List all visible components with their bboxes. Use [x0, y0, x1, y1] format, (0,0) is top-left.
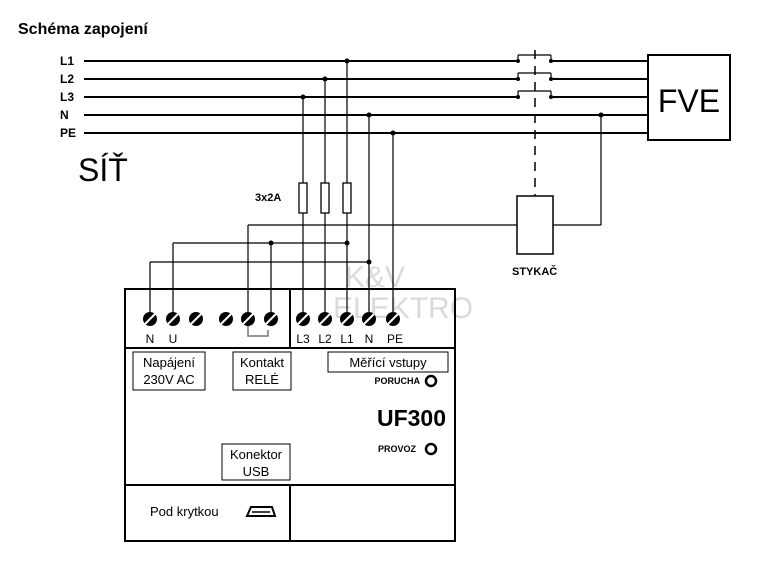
usb-label-line2: USB [243, 464, 270, 479]
fault-led-icon [424, 374, 438, 388]
fuses [298, 182, 352, 214]
power-label-box [132, 351, 206, 391]
terminal [318, 312, 332, 326]
relay-label-box [232, 351, 292, 391]
terminal [362, 312, 376, 326]
relay-contact-symbol [247, 326, 269, 337]
contactor-contacts [516, 50, 553, 196]
terminal-label-l2: L2 [318, 332, 332, 346]
usb-port-icon [245, 506, 277, 517]
fault-led-label: PORUCHA [374, 376, 420, 386]
usb-label-line1: Konektor [230, 447, 283, 462]
fuses-label: 3x2A [255, 192, 281, 204]
network-label: SÍŤ [78, 152, 128, 188]
terminal [219, 312, 233, 326]
relay-label-line2: RELÉ [245, 372, 279, 387]
contactor-label: STYKAČ [512, 265, 557, 278]
terminal [340, 312, 354, 326]
line-label-l2: L2 [60, 72, 74, 86]
cover-label: Pod krytkou [150, 504, 219, 519]
terminal-label-l1: L1 [340, 332, 354, 346]
device-model: UF300 [377, 405, 446, 431]
contactor-coil [516, 195, 554, 255]
terminal [264, 312, 278, 326]
relay-label-line1: Kontakt [240, 355, 284, 370]
terminal [189, 312, 203, 326]
terminal [386, 312, 400, 326]
diagram-title: Schéma zapojení [18, 21, 148, 38]
terminal [296, 312, 310, 326]
line-label-pe: PE [60, 126, 76, 140]
line-label-l1: L1 [60, 54, 74, 68]
terminal-block [143, 312, 400, 326]
pv-box [647, 54, 731, 141]
inputs-label-box [327, 351, 449, 373]
bus-wires [84, 60, 648, 134]
line-label-n: N [60, 108, 69, 122]
terminal-label-n2: N [365, 332, 374, 346]
usb-label-box [221, 443, 291, 481]
terminal-label-l3: L3 [296, 332, 310, 346]
watermark-text: ELEKTRO [333, 292, 473, 325]
terminal-label-pe: PE [387, 332, 403, 346]
pv-label: FVE [658, 83, 720, 119]
inputs-label: Měřící vstupy [349, 355, 427, 370]
uf300-device [124, 288, 456, 542]
terminal-label-u: U [169, 332, 178, 346]
watermark: K&V ELEKTRO [333, 261, 473, 325]
power-label-line2: 230V AC [143, 372, 194, 387]
run-led-label: PROVOZ [378, 444, 417, 454]
power-wiring [149, 240, 372, 312]
run-led-icon [424, 442, 438, 456]
terminal-label-n: N [146, 332, 155, 346]
terminal [166, 312, 180, 326]
line-label-l3: L3 [60, 90, 74, 104]
terminal [241, 312, 255, 326]
power-label-line1: Napájení [143, 355, 195, 370]
terminal [143, 312, 157, 326]
coil-wiring [247, 112, 604, 312]
